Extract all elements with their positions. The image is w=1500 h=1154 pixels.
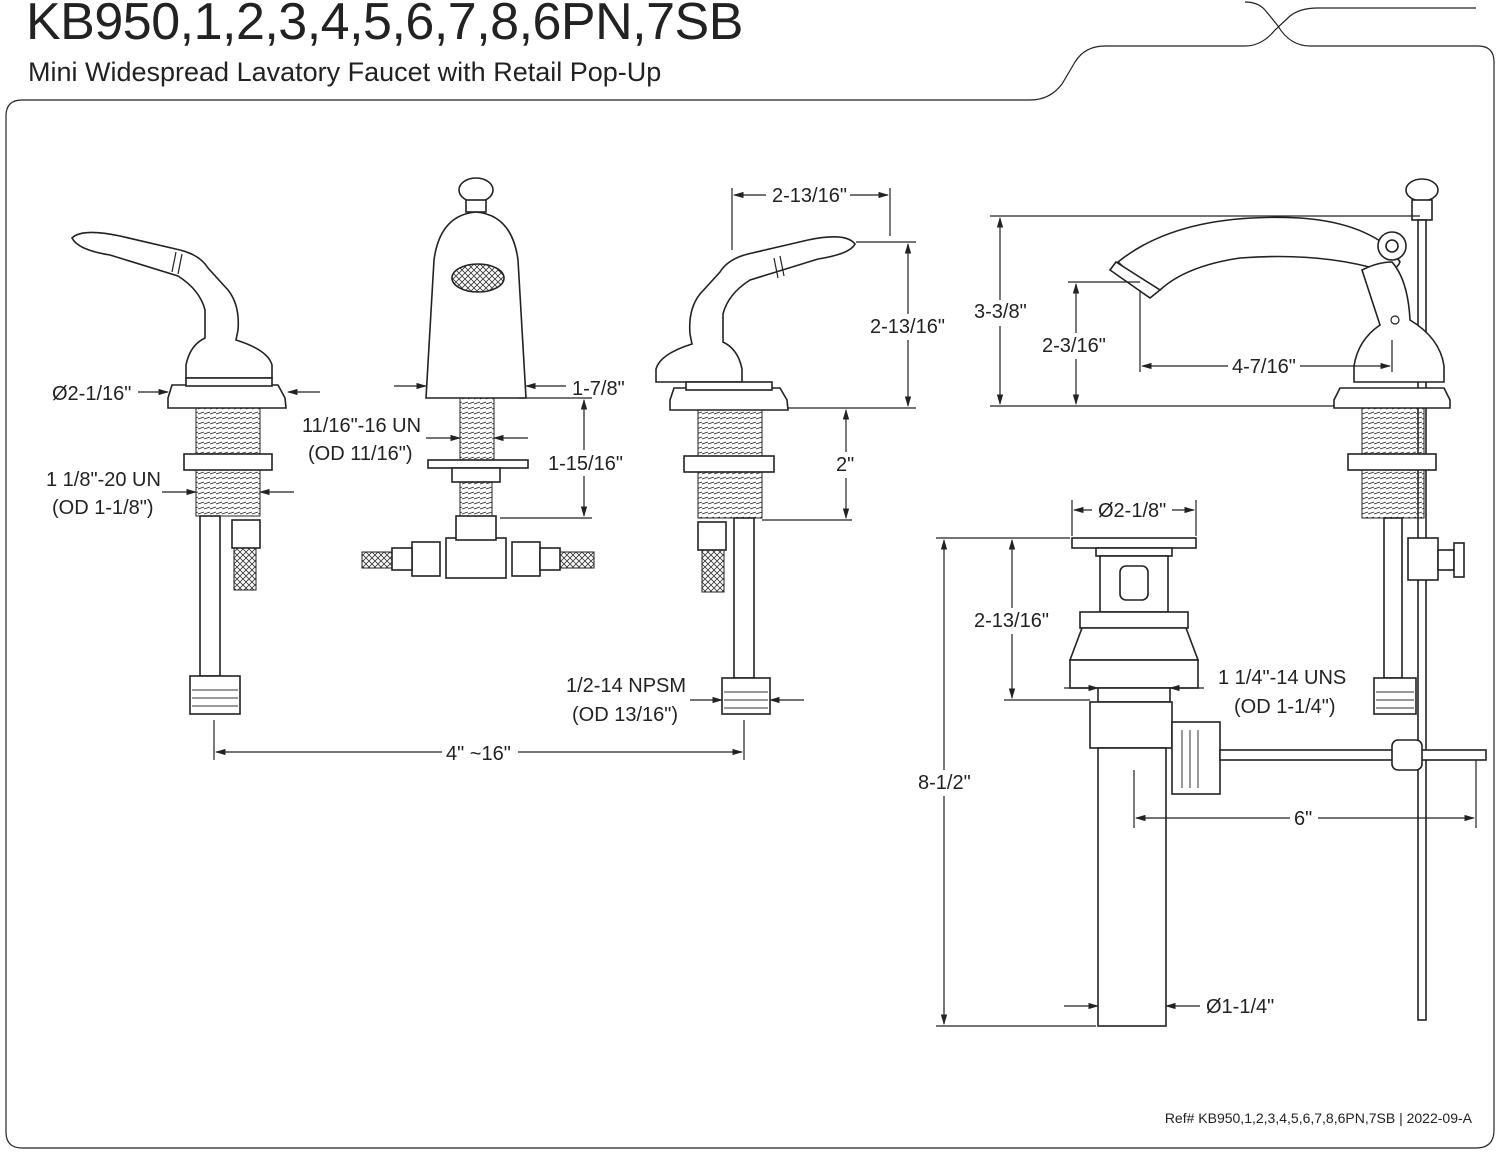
label-drain-dia: Ø2-1/8" [1098, 500, 1166, 522]
label-drain-total: 8-1/2" [918, 772, 971, 794]
label-flange-dia: Ø2-1/16" [52, 383, 131, 405]
reference-footer: Ref# KB950,1,2,3,4,5,6,7,8,6PN,7SB | 202… [1164, 1110, 1472, 1126]
label-drain-body: 2-13/16" [974, 610, 1049, 632]
page-title: KB950,1,2,3,4,5,6,7,8,6PN,7SB [26, 0, 743, 51]
right-handle-view [655, 236, 856, 715]
faucet-side-view [1108, 178, 1465, 1021]
page-subtitle: Mini Widespread Lavatory Faucet with Ret… [28, 57, 662, 87]
label-handle-thread: 1 1/8"-20 UN [46, 469, 161, 491]
label-supply-thread: 1/2-14 NPSM [566, 675, 686, 697]
popup-drain-view [1068, 537, 1487, 1027]
spout-front-view [361, 177, 595, 579]
label-tailpiece-dia: Ø1-1/4" [1206, 996, 1274, 1018]
label-drain-thread-od: (OD 1-1/4") [1234, 696, 1336, 718]
dimension-lines [138, 188, 1477, 1027]
label-spout-base: 1-7/8" [572, 378, 625, 400]
label-supply-thread-od: (OD 13/16") [572, 704, 678, 726]
label-spout-height: 2-3/16" [1042, 335, 1106, 357]
label-rod-length: 6" [1294, 808, 1312, 830]
left-handle-view [71, 231, 287, 715]
label-spout-reach: 4-7/16" [1232, 356, 1296, 378]
border-frame [5, 1, 1495, 1149]
label-handle-height: 2-13/16" [870, 316, 945, 338]
label-handle-thread-od: (OD 1-1/8") [52, 497, 154, 519]
label-spout-shank: 1-15/16" [548, 453, 623, 475]
label-handle-shank: 2" [836, 454, 854, 476]
label-drain-thread: 1 1/4"-14 UNS [1218, 667, 1346, 689]
label-handle-reach: 2-13/16" [772, 185, 847, 207]
label-overall-height: 3-3/8" [974, 301, 1027, 323]
dimension-labels: Ø2-1/16" 1 1/8"-20 UN (OD 1-1/8") 11/16"… [46, 182, 1346, 1018]
label-spread: 4" ~16" [446, 743, 511, 765]
label-spout-thread: 11/16"-16 UN [302, 415, 421, 437]
label-spout-thread-od: (OD 11/16") [308, 443, 413, 465]
